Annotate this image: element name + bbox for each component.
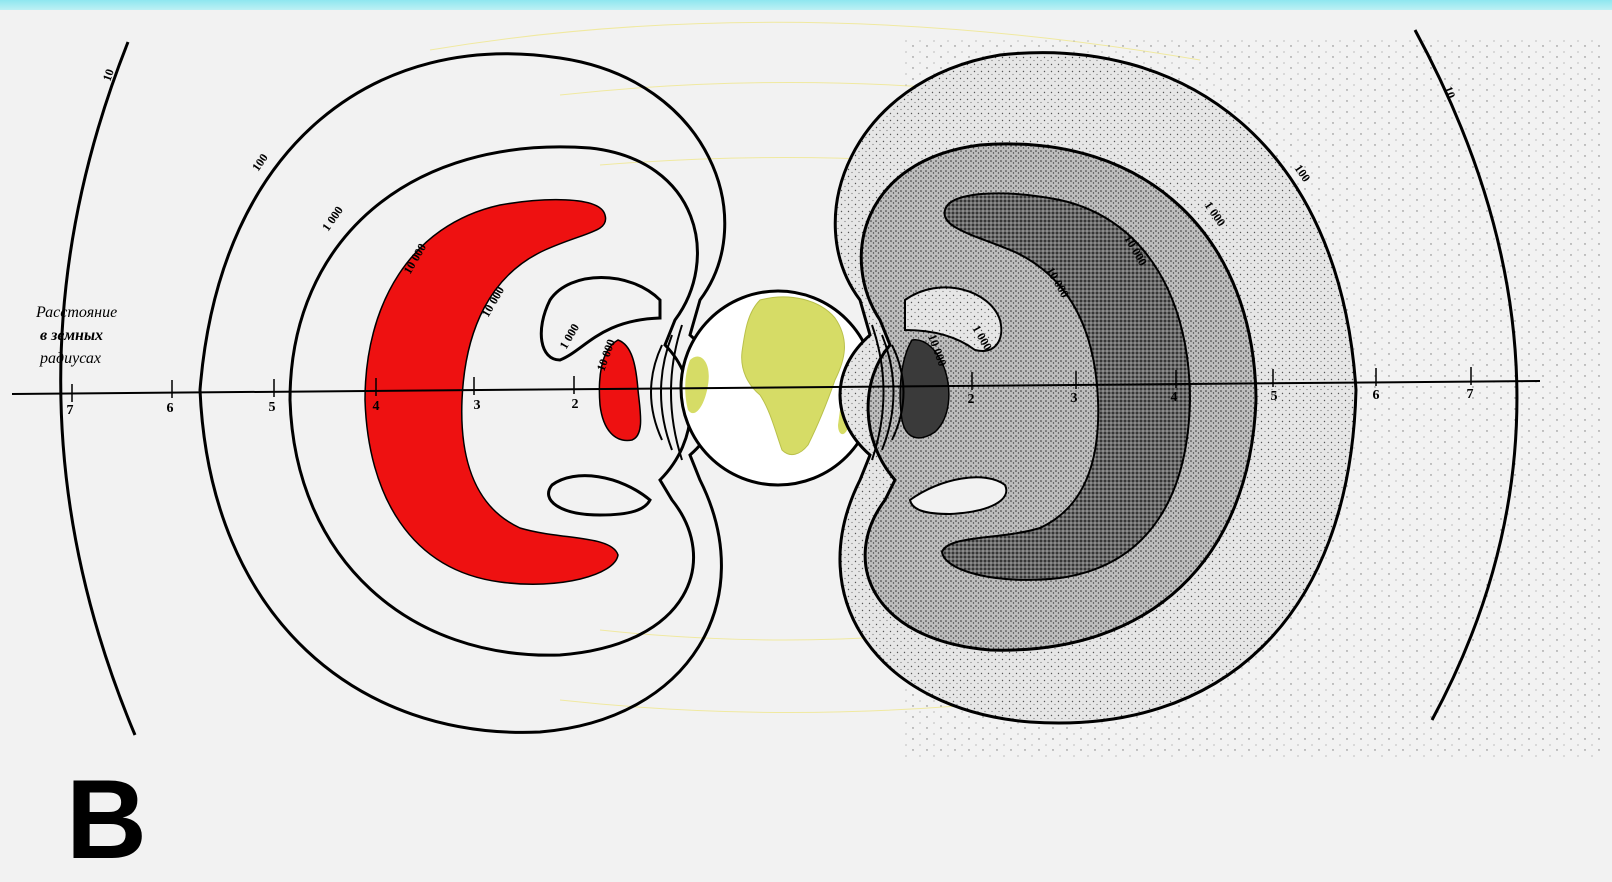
label-1000-left: 1 000 <box>319 204 346 234</box>
right-belts <box>835 30 1600 760</box>
label-1000-inner-left: 1 000 <box>556 321 582 351</box>
left-outer-belt-fill <box>365 200 618 584</box>
tick-left-5: 5 <box>269 400 276 415</box>
tick-left-6: 6 <box>167 401 174 416</box>
cut-off-heading-letter: В <box>66 764 147 876</box>
tick-right-6: 6 <box>1373 388 1380 403</box>
tick-right-2: 2 <box>968 392 975 407</box>
belt-diagram: 7 6 5 4 3 2 2 3 4 5 6 7 Расстояние в зем… <box>0 0 1612 837</box>
label-100-left: 100 <box>249 151 271 174</box>
tick-left-3: 3 <box>474 398 481 413</box>
tick-right-3: 3 <box>1071 391 1078 406</box>
axis-caption-line-3: радиусах <box>39 350 101 367</box>
left-tick-labels: 7 6 5 4 3 2 <box>67 397 579 418</box>
tick-right-7: 7 <box>1467 387 1474 402</box>
radiation-belt-figure: 7 6 5 4 3 2 2 3 4 5 6 7 Расстояние в зем… <box>0 0 1612 837</box>
tick-left-2: 2 <box>572 397 579 412</box>
left-contour-1000-lower <box>549 476 650 515</box>
tick-left-4: 4 <box>373 399 380 414</box>
axis-caption-line-1: Расстояние <box>35 304 117 321</box>
tick-left-7: 7 <box>67 403 74 418</box>
top-accent-bar <box>0 0 1612 10</box>
axis-caption: Расстояние в земных радиусах <box>35 304 117 367</box>
tick-right-5: 5 <box>1271 389 1278 404</box>
tick-right-4: 4 <box>1171 390 1178 405</box>
axis-caption-line-2: в земных <box>40 327 103 344</box>
